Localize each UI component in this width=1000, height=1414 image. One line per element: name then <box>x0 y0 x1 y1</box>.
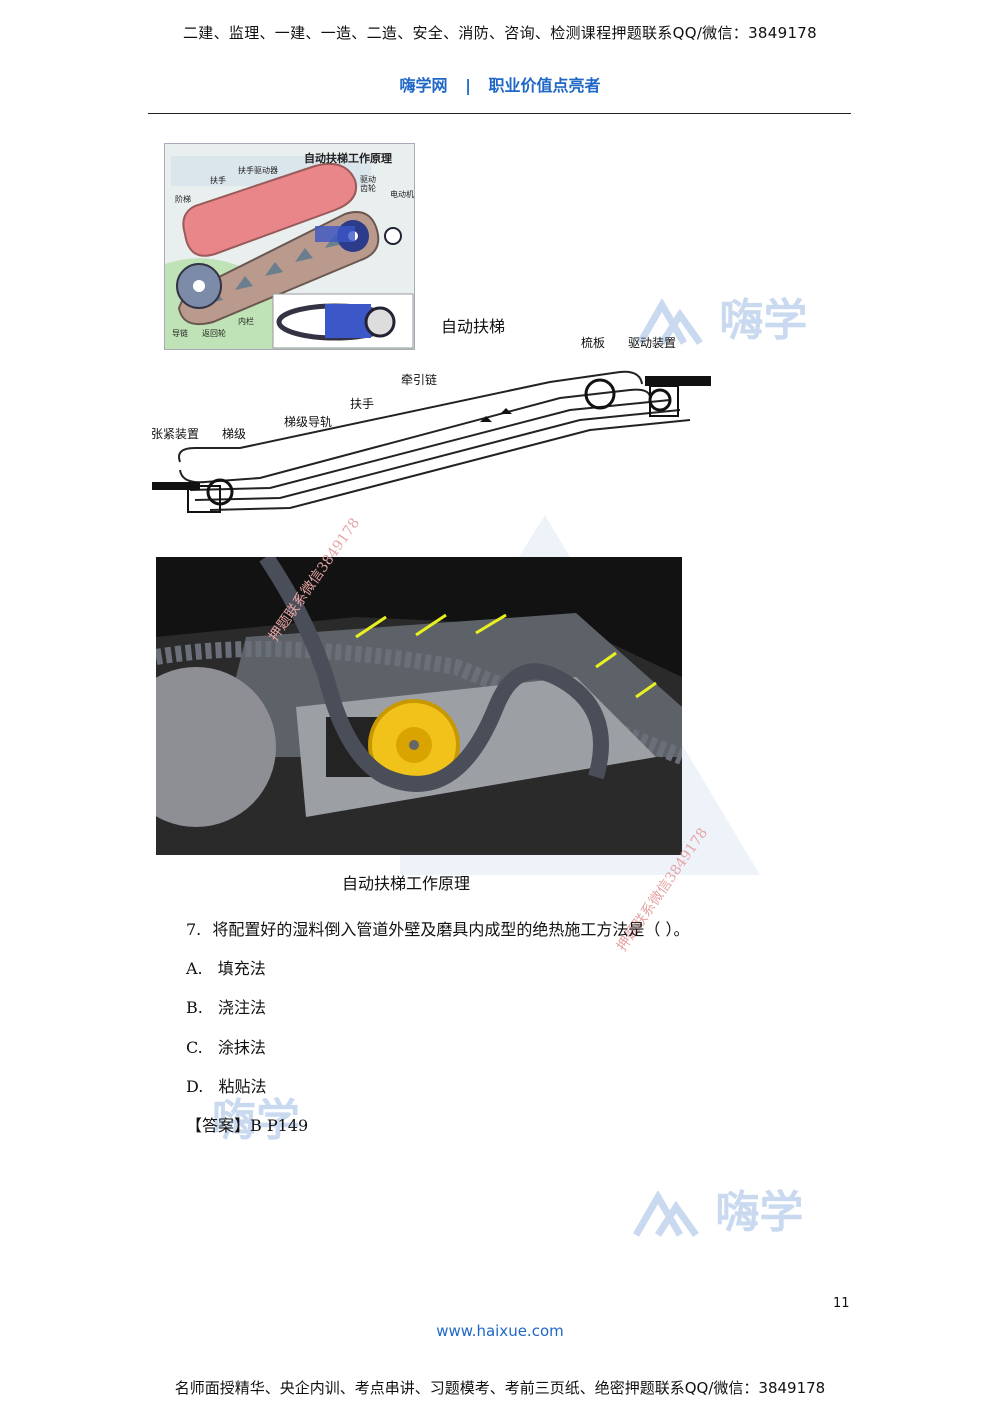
label-step: 梯级 <box>222 427 247 441</box>
question-text: 将配置好的湿料倒入管道外壁及磨具内成型的绝热施工方法是（ ）。 <box>212 920 690 939</box>
site-link[interactable]: www.haixue.com <box>436 1322 564 1340</box>
watermark-mountain-icon <box>636 298 703 346</box>
question-stem: 7. 将配置好的湿料倒入管道外壁及磨具内成型的绝热施工方法是（ ）。 <box>186 916 689 940</box>
brand-line: 嗨学网 | 职业价值点亮者 <box>0 72 1000 96</box>
footer-banner: 名师面授精华、央企内训、考点串讲、习题模考、考前三页纸、绝密押题联系QQ/微信：… <box>174 1379 826 1397</box>
label-return-wheel: 返回轮 <box>202 329 226 338</box>
label-motor: 电动机 <box>390 190 414 199</box>
option-text: 填充法 <box>217 959 266 978</box>
option-key: A. <box>186 959 203 978</box>
label-comb: 梳板 <box>581 336 606 350</box>
label-handrail-drive: 扶手驱动器 <box>238 166 278 175</box>
inset-title: 自动扶梯工作原理 <box>304 152 392 165</box>
watermark-logo-2: 嗨学 <box>632 1176 803 1240</box>
option-key: C. <box>186 1038 203 1057</box>
watermark-logo-text: 嗨学 <box>719 295 808 346</box>
answer-line: 【答案】B P149 <box>186 1112 308 1136</box>
option-d: D. 粘贴法 <box>186 1073 266 1097</box>
watermark-logo-text: 嗨学 <box>715 1187 804 1238</box>
label-tension: 张紧装置 <box>151 427 200 441</box>
watermark-mountain-icon <box>632 1190 699 1238</box>
header-rule <box>148 113 851 114</box>
option-text: 涂抹法 <box>217 1038 266 1057</box>
figure2-caption: 自动扶梯工作原理 <box>342 874 471 893</box>
option-text: 浇注法 <box>217 998 266 1017</box>
page-number: 11 <box>833 1296 850 1311</box>
option-key: D. <box>186 1077 204 1096</box>
label-step-small: 阶梯 <box>175 195 191 204</box>
watermark-logo-3: 嗨学 <box>212 1084 300 1148</box>
brand-slogan: 职业价值点亮者 <box>488 76 601 95</box>
escalator-line-drawing <box>152 370 711 513</box>
option-b: B. 浇注法 <box>186 994 266 1018</box>
option-text: 粘贴法 <box>218 1077 267 1096</box>
option-a: A. 填充法 <box>186 955 266 979</box>
label-traction-chain: 牵引链 <box>401 373 438 387</box>
brand-separator: | <box>465 76 471 95</box>
label-drive: 驱动装置 <box>628 336 677 350</box>
question-number: 7. <box>186 920 202 939</box>
option-key: B. <box>186 998 203 1017</box>
watermark-logo-1: 嗨学 <box>636 284 807 348</box>
escalator-inset-diagram <box>164 143 415 350</box>
main-diagram-title: 自动扶梯 <box>441 317 506 336</box>
answer-text: B P149 <box>250 1116 309 1135</box>
inset-illustration <box>165 144 414 349</box>
header-banner: 二建、监理、一建、一造、二造、安全、消防、咨询、检测课程押题联系QQ/微信：38… <box>183 24 817 42</box>
label-inner-rail: 内栏 <box>238 317 254 326</box>
answer-label: 【答案】 <box>186 1116 251 1135</box>
watermark-logo-text: 嗨学 <box>212 1095 300 1146</box>
label-handrail: 扶手 <box>350 397 375 411</box>
label-step-rail: 梯级导轨 <box>284 415 333 429</box>
label-drive-sprocket: 驱动 齿轮 <box>360 175 376 193</box>
option-c: C. 涂抹法 <box>186 1034 266 1058</box>
brand-name[interactable]: 嗨学网 <box>399 76 448 95</box>
render-illustration <box>156 557 682 855</box>
label-handrail-small: 扶手 <box>210 176 226 185</box>
escalator-render-photo <box>156 557 682 855</box>
label-guide-chain: 导链 <box>172 329 188 338</box>
